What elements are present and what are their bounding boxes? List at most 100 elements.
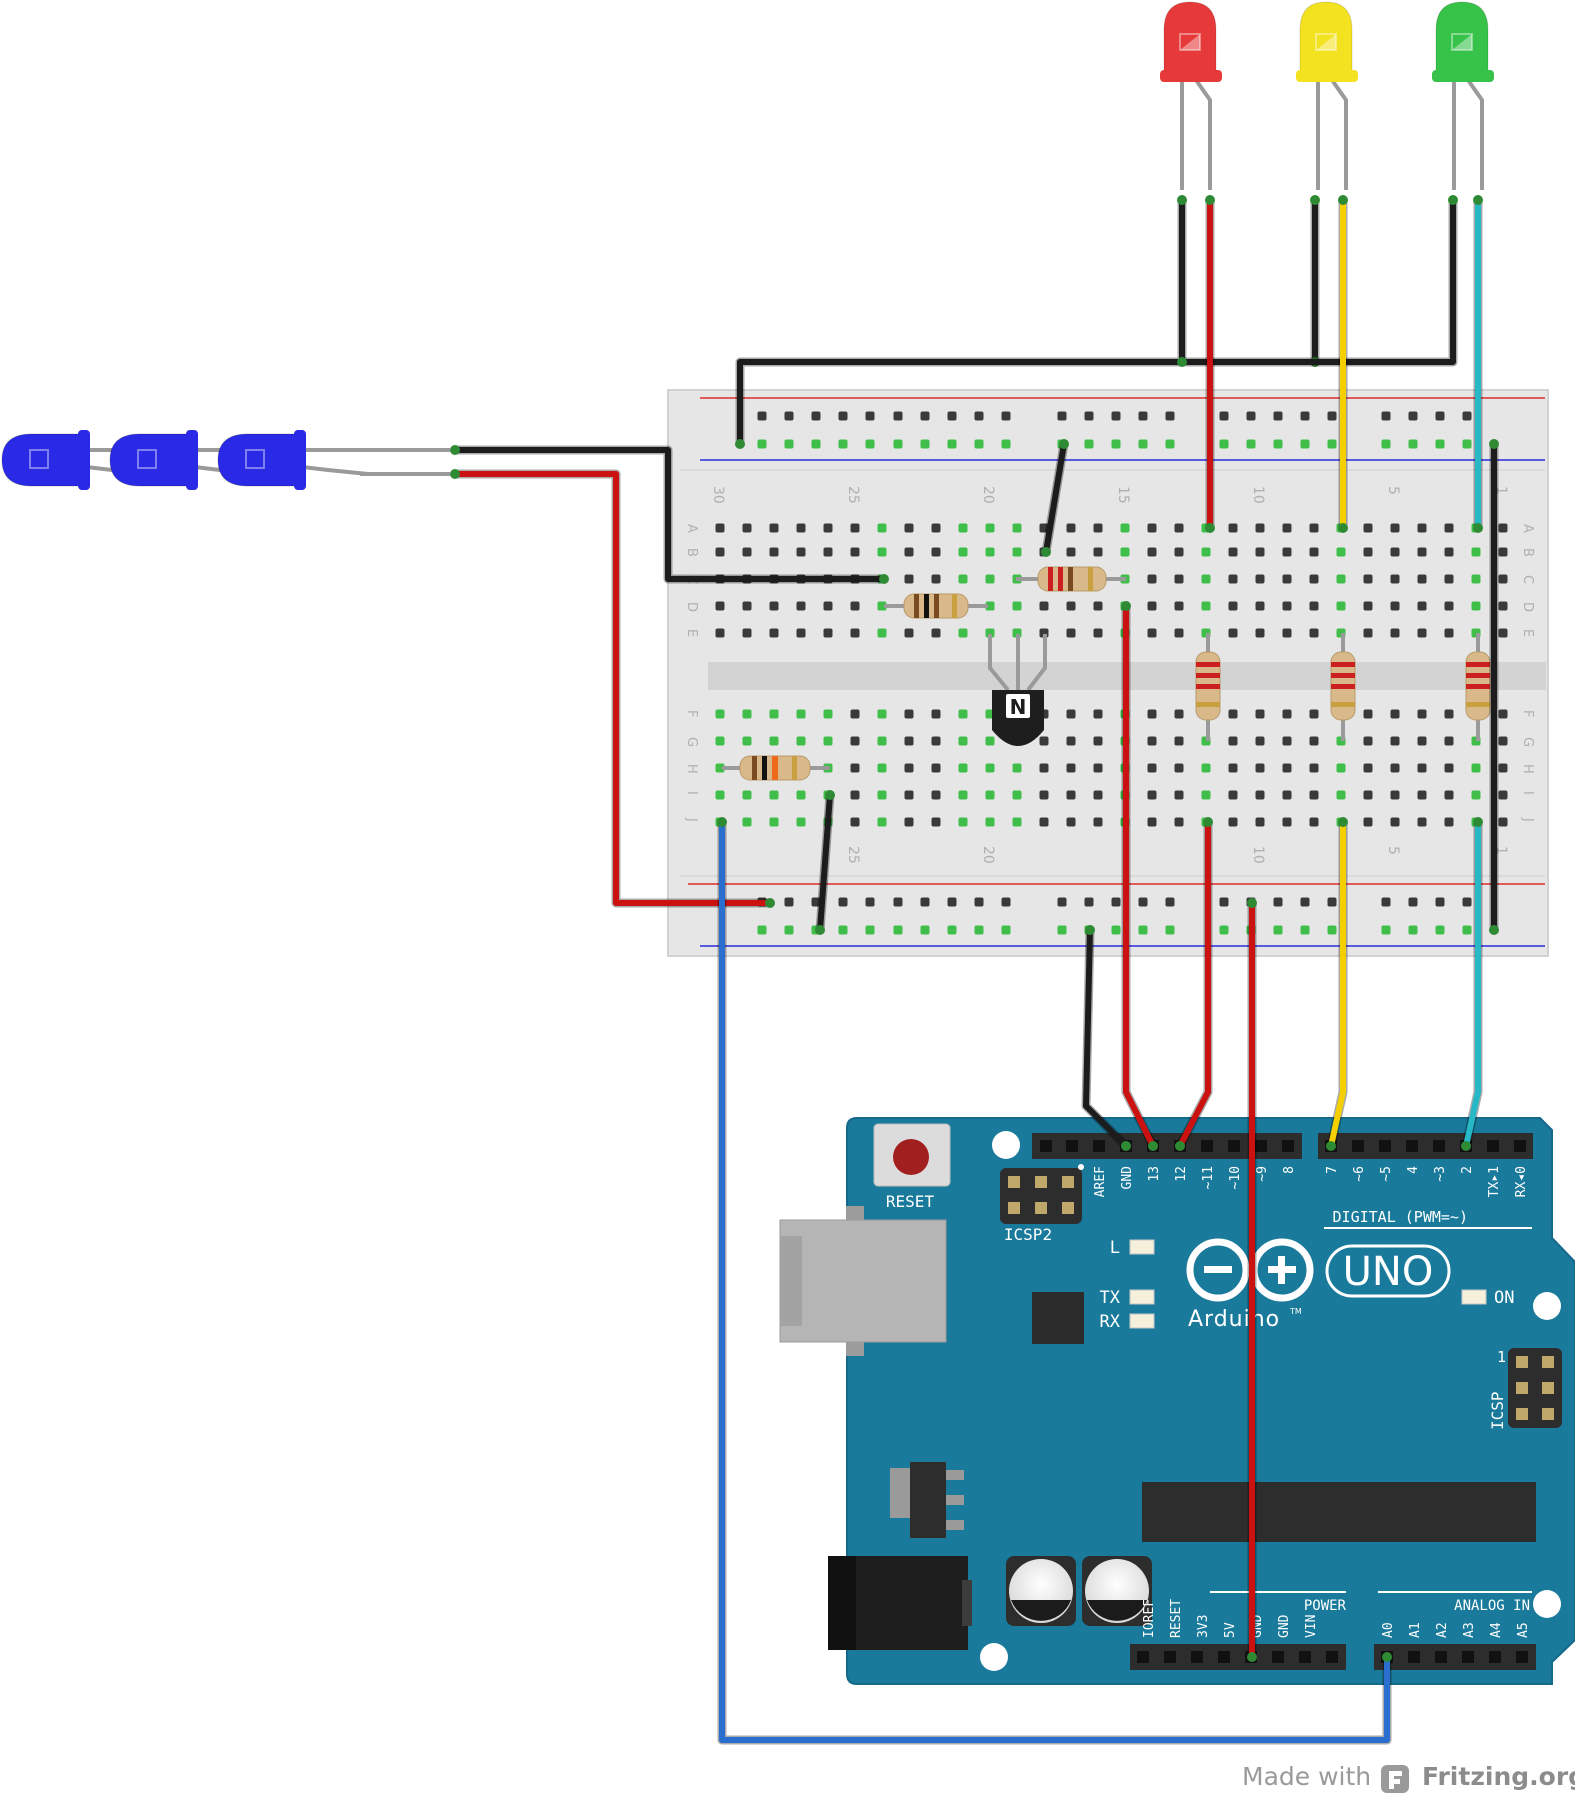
breadboard-hole (715, 547, 725, 557)
breadboard-hole (893, 925, 903, 935)
arduino-pcb (846, 1117, 1575, 1685)
breadboard-hole (850, 790, 860, 800)
wire-end (1489, 925, 1499, 935)
breadboard-hole (1336, 601, 1346, 611)
power-pin-label: VIN (1304, 1615, 1319, 1638)
wire-end (815, 925, 825, 935)
digital-header-label: DIGITAL (PWM=~) (1333, 1208, 1468, 1226)
breadboard-hole (904, 817, 914, 827)
breadboard-hole (1381, 925, 1391, 935)
breadboard-hole (1084, 897, 1094, 907)
row-letter: C (1520, 575, 1535, 584)
breadboard-hole (1147, 547, 1157, 557)
breadboard-hole (1066, 628, 1076, 638)
breadboard-hole (1471, 601, 1481, 611)
watermark-brand: Fritzing.org (1422, 1762, 1575, 1791)
breadboard-hole (1138, 439, 1148, 449)
breadboard-hole (1282, 736, 1292, 746)
breadboard-hole (1147, 817, 1157, 827)
row-letter: I (684, 791, 699, 795)
breadboard-hole (1336, 574, 1346, 584)
breadboard-hole (1228, 628, 1238, 638)
wire-end (1338, 817, 1348, 827)
header-pin (1406, 1140, 1418, 1152)
wire-blue (719, 819, 1390, 1743)
breadboard-hole (904, 523, 914, 533)
breadboard-hole (931, 790, 941, 800)
column-number: 20 (980, 486, 996, 504)
breadboard-hole (1066, 523, 1076, 533)
power-header-label: POWER (1304, 1598, 1347, 1614)
breadboard-hole (1417, 523, 1427, 533)
breadboard-hole (1012, 763, 1022, 773)
row-letter: F (1520, 710, 1535, 717)
wire-end (1175, 1141, 1185, 1151)
wire-red (452, 471, 773, 906)
wire-end (1489, 439, 1499, 449)
reset-button-cap[interactable] (893, 1139, 929, 1175)
breadboard-hole (931, 628, 941, 638)
header-pin (1282, 1140, 1294, 1152)
header-pin (1489, 1651, 1501, 1663)
header-pin (1066, 1140, 1078, 1152)
vertical-resistors (1195, 633, 1491, 741)
wire-end (1338, 523, 1348, 533)
header-pin (1137, 1651, 1149, 1663)
breadboard-hole (1498, 601, 1508, 611)
header-pin (1433, 1140, 1445, 1152)
header-pin (1228, 1140, 1240, 1152)
analog-pin-label: A5 (1516, 1622, 1531, 1638)
breadboard-hole (1147, 763, 1157, 773)
column-number: 1 (1493, 486, 1509, 495)
breadboard-hole (1435, 439, 1445, 449)
breadboard-hole (1255, 790, 1265, 800)
breadboard-hole (1165, 439, 1175, 449)
icsp-pin (1542, 1408, 1554, 1420)
breadboard-hole (1417, 817, 1427, 827)
breadboard-hole (865, 439, 875, 449)
breadboard-hole (1363, 601, 1373, 611)
breadboard-hole (715, 628, 725, 638)
breadboard-hole (1093, 736, 1103, 746)
header-pin (1299, 1651, 1311, 1663)
column-number: 10 (1250, 846, 1266, 864)
header-pin (1191, 1651, 1203, 1663)
breadboard-hole (715, 601, 725, 611)
breadboard-hole (904, 763, 914, 773)
breadboard-hole (1120, 523, 1130, 533)
mounting-hole (1533, 1292, 1561, 1320)
led-tx-label: TX (1100, 1288, 1121, 1308)
breadboard-hole (1039, 763, 1049, 773)
breadboard-hole (877, 817, 887, 827)
header-pin (1218, 1651, 1230, 1663)
icsp-pin (1062, 1176, 1074, 1188)
breadboard-hole (1039, 523, 1049, 533)
breadboard-hole (1282, 763, 1292, 773)
breadboard-hole (757, 925, 767, 935)
breadboard-hole (1093, 790, 1103, 800)
breadboard-hole (1111, 411, 1121, 421)
column-number: 5 (1385, 486, 1401, 495)
breadboard-hole (931, 763, 941, 773)
breadboard-hole (1462, 411, 1472, 421)
breadboard-hole (974, 439, 984, 449)
breadboard-hole (1309, 709, 1319, 719)
uno-text: UNO (1343, 1249, 1434, 1295)
header-pin (1516, 1651, 1528, 1663)
row-letter: E (684, 629, 699, 637)
resistor (722, 755, 830, 781)
breadboard-hole (1417, 763, 1427, 773)
breadboard-hole (1336, 547, 1346, 557)
breadboard-hole (947, 897, 957, 907)
breadboard-hole (850, 523, 860, 533)
wire-end (1121, 1141, 1131, 1151)
breadboard-hole (796, 628, 806, 638)
breadboard-hole (865, 897, 875, 907)
breadboard-hole (742, 790, 752, 800)
breadboard-hole (769, 736, 779, 746)
breadboard-hole (823, 547, 833, 557)
breadboard-hole (769, 817, 779, 827)
wire-end (1177, 195, 1187, 205)
breadboard-hole (1012, 601, 1022, 611)
